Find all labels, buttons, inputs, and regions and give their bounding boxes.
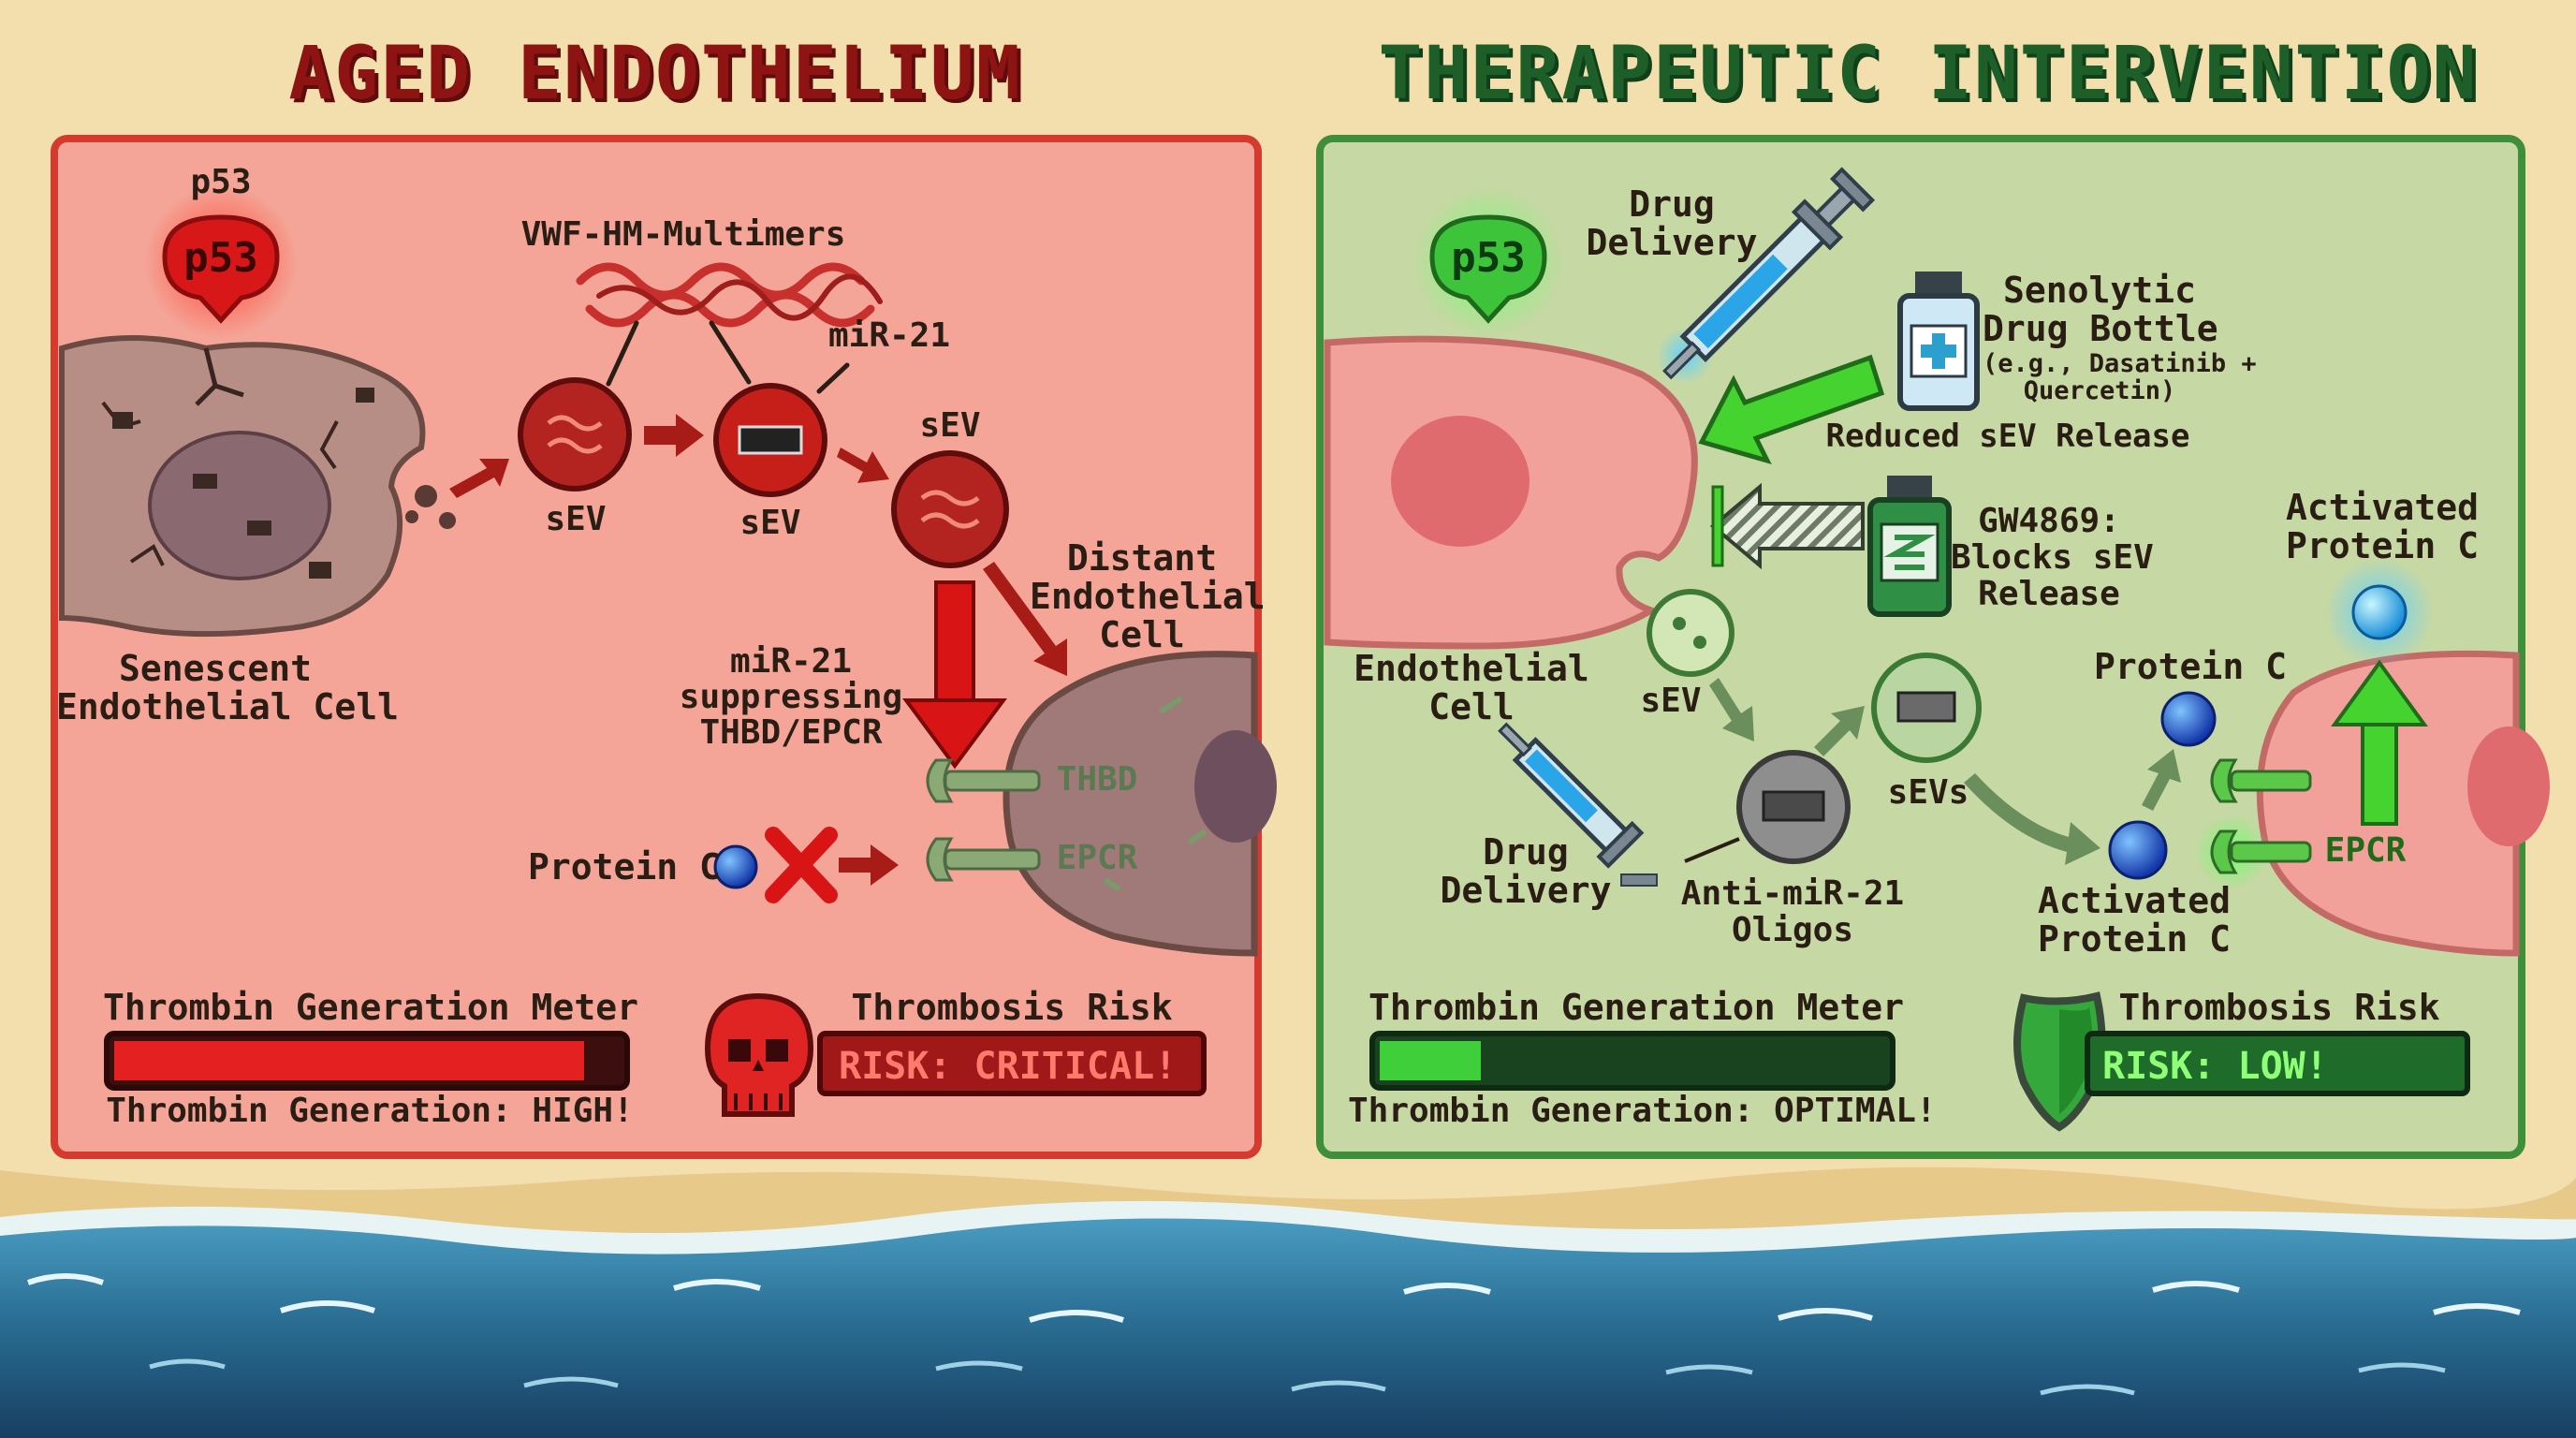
sev-vesicle-2 [713,383,827,497]
blocked-x-icon [765,827,838,903]
green-up-arrow [2331,659,2428,826]
risk-value-therapy: RISK: LOW! [2102,1045,2328,1088]
vwf-label: VWF-HM-Multimers [520,215,846,254]
grey-vesicle [1736,750,1851,864]
risk-box-aged [817,1031,1207,1096]
vwf-multimer-strands [576,262,883,394]
therapy-panel-title: THERAPEUTIC INTERVENTION [1378,32,2479,116]
senescent-endothelial-cell [59,335,456,638]
meter-title-therapy: Thrombin Generation Meter [1368,987,1904,1028]
risk-box-therapy [2085,1031,2470,1096]
mir21-label: miR-21 [827,316,951,355]
green-arrow-reduce [1698,354,1885,464]
receptor-right-upper [2210,758,2312,803]
risk-title-aged: Thrombosis Risk [851,987,1173,1028]
thrombin-meter-aged [104,1031,630,1091]
syringe-top-icon [1662,167,1876,380]
p53-badge-green [1413,187,1563,337]
thbd-label: THBD [1056,760,1138,799]
protein-c-right-label: Protein C [2094,646,2287,687]
hatched-block-arrow [1709,482,1865,570]
shield-icon [2013,991,2106,1132]
protein-c-ball [713,844,758,889]
epcr-right-label: EPCR [2324,831,2407,870]
sev-label-3: sEV [919,406,981,445]
endothelial-cell-left [1324,328,1713,650]
sev-label-right: sEV [1640,682,1702,720]
gw4869-bottle-icon [1867,476,1952,617]
risk-value-aged: RISK: CRITICAL! [839,1045,1178,1088]
protein-c-label: Protein C [528,846,721,888]
activated-protein-c-glowing [2325,558,2434,667]
p53-badge-red [144,185,298,339]
meter-title-aged: Thrombin Generation Meter [103,987,638,1028]
p53-label: p53 [190,163,252,201]
risk-title-therapy: Thrombosis Risk [2118,987,2440,1028]
distant-endothelial-cell [1003,651,1277,957]
epcr-receptor-right [2194,814,2312,889]
oligo-icon [1620,873,1658,887]
sev-vesicle-1 [518,377,632,492]
reduced-sev-label: Reduced sEV Release [1825,418,2190,455]
aged-panel-title: AGED ENDOTHELIUM [288,32,1022,116]
skull-icon [704,992,814,1117]
sev-label-1: sEV [545,500,607,538]
sev-vesicle-right [1647,589,1734,677]
thrombin-meter-therapy [1369,1031,1895,1091]
epcr-receptor [926,837,1041,882]
epcr-label: EPCR [1056,839,1138,877]
activated-protein-c-ball [2108,820,2168,880]
senolytic-example: (e.g., Dasatinib +Quercetin) [1983,349,2257,406]
sev-vesicle-3 [891,450,1009,568]
arrow-to-epcr [839,844,899,886]
meter-fill-therapy [1380,1041,1481,1080]
sevs-vesicle [1871,653,1982,763]
red-down-arrow [902,580,1007,770]
p53-badge-text-red: p53 [183,234,258,282]
sevs-label: sEVs [1887,773,1969,812]
flow-arrows-aged [449,414,1067,676]
flow-arrows-therapy [1709,678,2181,865]
meter-status-therapy: Thrombin Generation: OPTIMAL! [1348,1092,1937,1130]
senolytic-bottle-icon [1897,271,1980,411]
p53-badge-text-green: p53 [1451,234,1526,282]
meter-fill-aged [114,1041,584,1080]
meter-status-aged: Thrombin Generation: HIGH! [106,1092,634,1130]
protein-c-ball-right [2160,691,2217,747]
oligo-connector [1684,837,1740,863]
thbd-receptor [926,758,1041,803]
syringe-bottom-icon [1498,722,1645,869]
sev-label-2: sEV [739,504,801,542]
